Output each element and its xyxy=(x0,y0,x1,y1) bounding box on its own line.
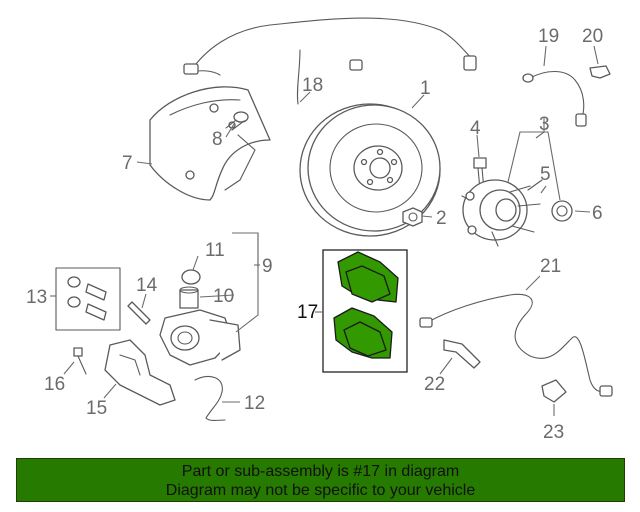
part-14-guide-pin[interactable] xyxy=(127,301,151,325)
part-8-screw[interactable] xyxy=(225,111,249,131)
part-17-brake-pads[interactable] xyxy=(322,249,408,373)
callout-18: 18 xyxy=(302,75,323,96)
part-12-spring[interactable] xyxy=(194,375,226,422)
part-10-bleeder[interactable] xyxy=(179,286,199,309)
part-1-brake-rotor[interactable] xyxy=(299,103,441,237)
callout-5: 5 xyxy=(540,164,551,185)
callout-20: 20 xyxy=(582,26,603,47)
callout-22: 22 xyxy=(424,374,445,395)
callout-21: 21 xyxy=(540,256,561,277)
part-15-caliper-bracket[interactable] xyxy=(104,339,176,406)
part-9-caliper-assembly[interactable] xyxy=(159,309,241,366)
part-22-bracket[interactable] xyxy=(443,339,481,369)
part-11-cap[interactable] xyxy=(181,269,201,285)
callout-17: 17 xyxy=(297,302,318,323)
part-18-sensor-wire[interactable] xyxy=(183,17,477,105)
callout-14: 14 xyxy=(136,275,158,296)
callout-6: 6 xyxy=(592,203,603,224)
part-7-dust-shield[interactable] xyxy=(149,86,271,201)
info-banner: Part or sub-assembly is #17 in diagram D… xyxy=(16,458,625,502)
part-21-abs-sensor-wire[interactable] xyxy=(419,293,613,397)
banner-line-disclaimer: Diagram may not be specific to your vehi… xyxy=(165,482,476,499)
callout-15: 15 xyxy=(86,398,107,419)
callout-16: 16 xyxy=(44,374,65,395)
callout-11: 11 xyxy=(205,240,225,261)
part-6-cap[interactable] xyxy=(551,200,573,222)
part-2-nut[interactable] xyxy=(402,207,423,227)
part-5-stud[interactable] xyxy=(527,179,543,191)
callout-8: 8 xyxy=(212,129,223,150)
part-13-pin-kit[interactable] xyxy=(55,267,121,331)
callout-12: 12 xyxy=(244,393,265,414)
callout-1: 1 xyxy=(420,78,431,99)
part-16-bolt[interactable] xyxy=(73,347,87,375)
banner-line-part-info: Part or sub-assembly is #17 in diagram xyxy=(181,463,460,480)
callout-19: 19 xyxy=(538,26,559,47)
callout-4: 4 xyxy=(470,118,481,139)
callout-7: 7 xyxy=(122,153,133,174)
callout-23: 23 xyxy=(543,422,564,443)
part-4-bolt[interactable] xyxy=(473,157,487,191)
callout-9: 9 xyxy=(262,256,273,277)
part-19-brake-hose[interactable] xyxy=(522,70,587,127)
parts-diagram: 1 2 3 4 5 6 7 8 9 10 11 12 13 14 15 16 1… xyxy=(26,17,613,443)
callout-13: 13 xyxy=(26,287,47,308)
leader-lines xyxy=(50,45,599,416)
callout-3: 3 xyxy=(539,114,550,135)
part-3-hub-assembly[interactable] xyxy=(461,179,541,247)
part-20-clip[interactable] xyxy=(589,65,611,79)
callout-2: 2 xyxy=(436,208,447,229)
callout-10: 10 xyxy=(213,286,234,307)
part-23-clip[interactable] xyxy=(541,379,567,403)
